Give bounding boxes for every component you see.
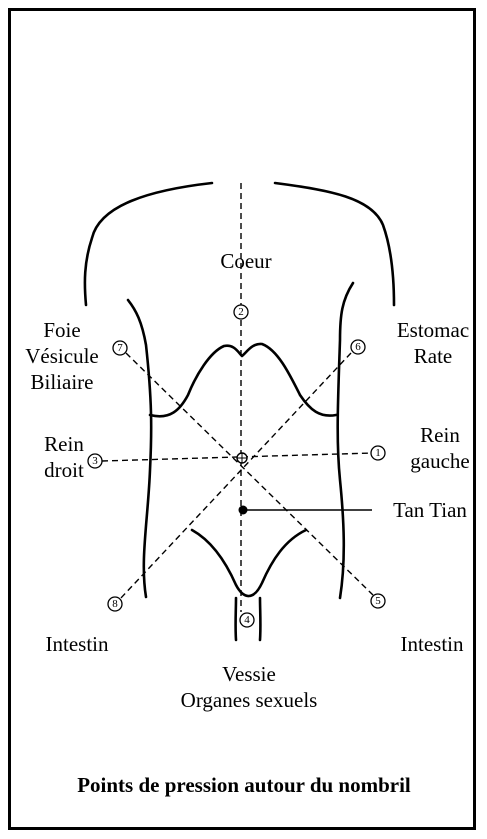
- point-4-number: 4: [244, 614, 250, 626]
- label-vessie-line1: Vessie: [222, 662, 276, 686]
- label-tan-tian: Tan Tian: [393, 498, 467, 522]
- tan-tian-point: [239, 506, 248, 515]
- label-rein-gauche-line1: Rein: [420, 423, 460, 447]
- right-shoulder-line: [275, 183, 394, 305]
- line-diagonal-7-5: [126, 353, 373, 595]
- point-1: 1: [371, 446, 385, 460]
- point-6-number: 6: [355, 341, 361, 353]
- point-7-number: 7: [117, 342, 123, 354]
- right-side-line: [338, 283, 353, 598]
- label-rein-gauche-line2: gauche: [410, 449, 469, 473]
- point-1-number: 1: [375, 447, 381, 459]
- point-7: 7: [113, 341, 127, 355]
- point-5-number: 5: [375, 595, 381, 607]
- figure-caption: Points de pression autour du nombril: [77, 773, 411, 797]
- pelvis-line: [192, 530, 306, 596]
- point-2-number: 2: [238, 306, 244, 318]
- pressure-lines: [102, 183, 373, 612]
- label-coeur: Coeur: [220, 249, 271, 273]
- ribcage-line: [150, 344, 336, 416]
- label-estomac-line1: Estomac: [397, 318, 469, 342]
- label-foie-line2: Vésicule: [25, 344, 98, 368]
- point-8: 8: [108, 597, 122, 611]
- label-foie-line3: Biliaire: [31, 370, 94, 394]
- left-shoulder-line: [85, 183, 212, 305]
- label-rein-droit-line2: droit: [44, 458, 84, 482]
- point-4: 4: [240, 613, 254, 627]
- label-intestin-left: Intestin: [46, 632, 109, 656]
- label-rein-droit-line1: Rein: [44, 432, 84, 456]
- point-2: 2: [234, 305, 248, 319]
- label-estomac-line2: Rate: [414, 344, 452, 368]
- point-3: 3: [88, 454, 102, 468]
- label-foie-line1: Foie: [43, 318, 80, 342]
- point-6: 6: [351, 340, 365, 354]
- label-intestin-right: Intestin: [401, 632, 464, 656]
- line-diagonal-6-8: [120, 353, 351, 599]
- point-8-number: 8: [112, 598, 118, 610]
- left-side-line: [128, 300, 151, 597]
- point-5: 5: [371, 594, 385, 608]
- point-3-number: 3: [92, 455, 98, 467]
- label-vessie-line2: Organes sexuels: [181, 688, 318, 712]
